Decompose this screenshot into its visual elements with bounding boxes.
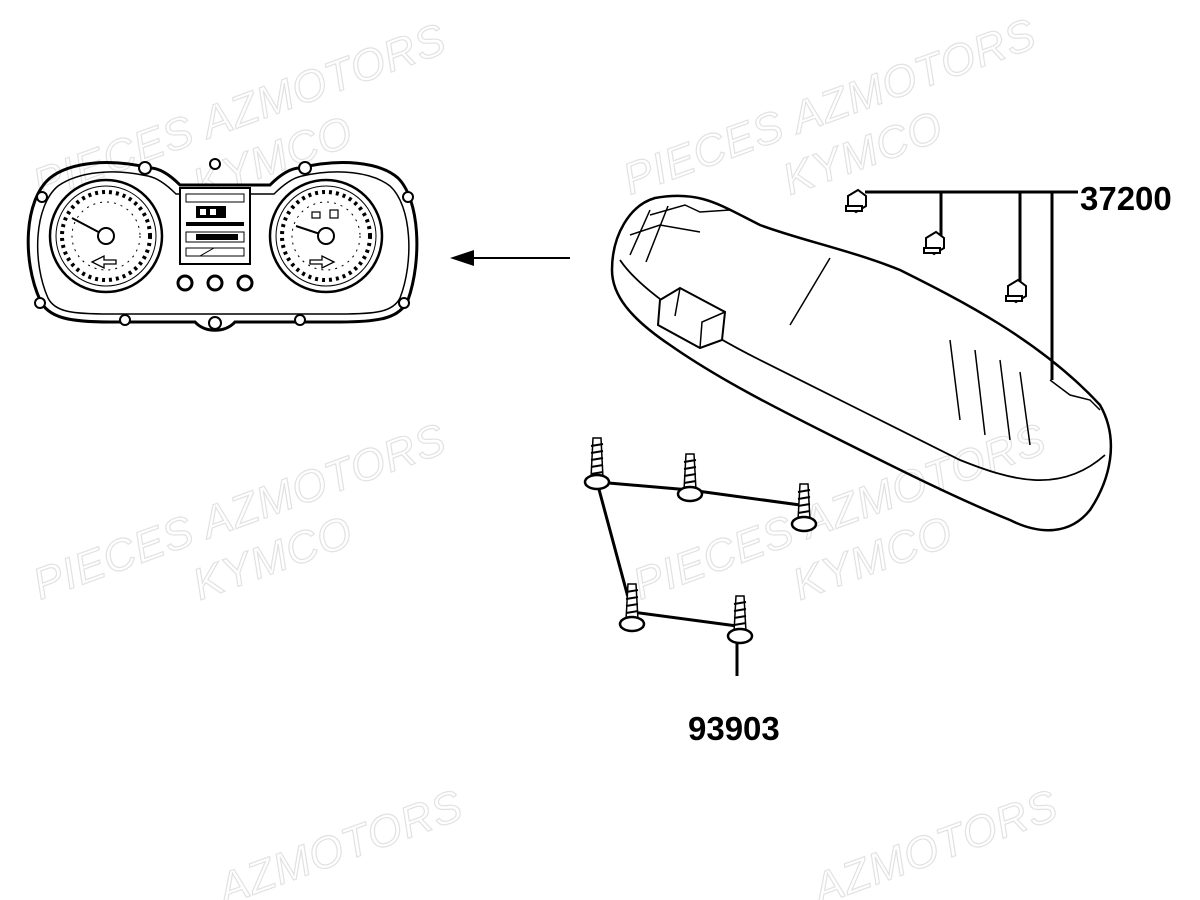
screw-icon bbox=[676, 453, 704, 503]
watermark-layer: PIECES AZMOTORS KYMCO PIECES AZMOTORS KY… bbox=[26, 9, 1065, 900]
watermark-line-1: AZMOTORS bbox=[209, 781, 470, 900]
lcd-panel bbox=[179, 187, 251, 265]
meter-buttons bbox=[176, 274, 254, 292]
leader-37200 bbox=[865, 190, 1078, 380]
speedometer-gauge-icon bbox=[48, 178, 164, 294]
watermark-line-1: AZMOTORS bbox=[804, 781, 1065, 900]
watermark: AZMOTORS bbox=[803, 780, 1065, 900]
part-number-93903: 93903 bbox=[688, 710, 780, 747]
left-turn-arrow-icon bbox=[90, 254, 117, 270]
watermark: PIECES AZMOTORS KYMCO bbox=[26, 414, 453, 611]
screw-icon bbox=[583, 437, 611, 491]
watermark: PIECES AZMOTORS KYMCO bbox=[626, 414, 1053, 611]
watermark: AZMOTORS bbox=[208, 780, 470, 900]
watermark: PIECES AZMOTORS KYMCO bbox=[616, 9, 1043, 206]
nut-icon bbox=[845, 188, 867, 214]
fuel-gauge-icon bbox=[268, 178, 384, 294]
screw-fasteners bbox=[583, 437, 818, 645]
view-direction-arrow bbox=[450, 250, 570, 266]
screw-icon bbox=[790, 483, 818, 533]
meter-front-view bbox=[26, 158, 419, 332]
screw-icon bbox=[618, 583, 646, 633]
nut-icon bbox=[923, 230, 945, 256]
nut-fasteners bbox=[845, 188, 1027, 304]
part-number-37200: 37200 bbox=[1080, 180, 1172, 217]
nut-icon bbox=[1005, 278, 1027, 304]
mounting-bosses bbox=[34, 158, 414, 330]
right-turn-arrow-icon bbox=[309, 254, 336, 270]
screw-icon bbox=[726, 595, 754, 645]
meter-back-cover bbox=[610, 194, 1113, 532]
